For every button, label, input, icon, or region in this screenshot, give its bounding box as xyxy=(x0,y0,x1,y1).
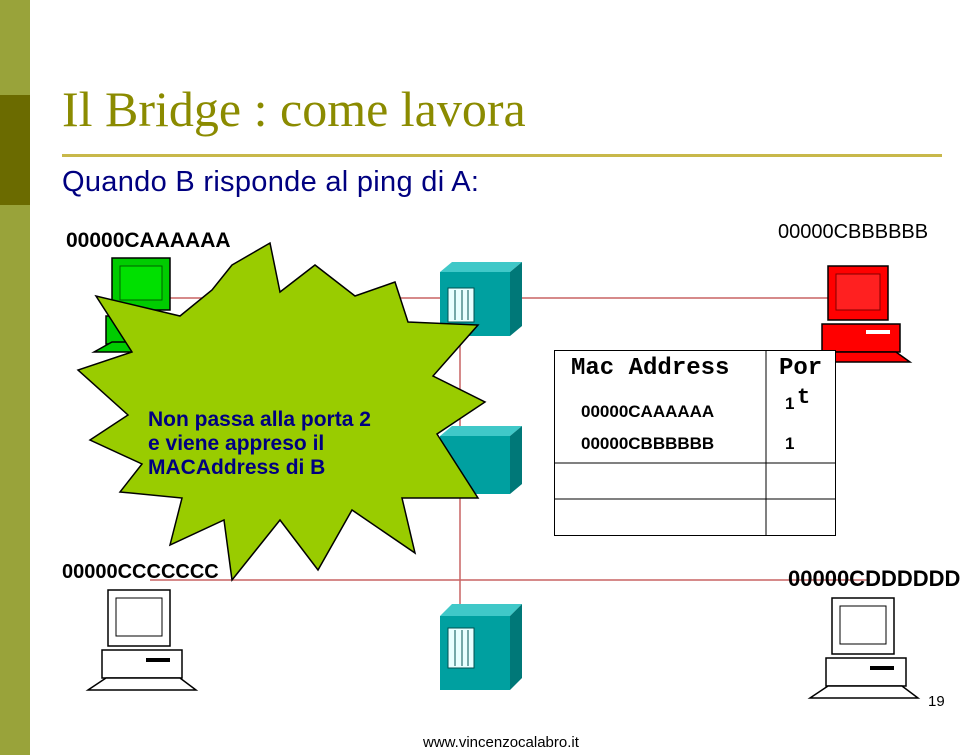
host-b-mac-label: 00000CBBBBBB xyxy=(778,221,929,243)
table-header-port-cont: t xyxy=(797,385,811,410)
callout-line: MACAddress di B xyxy=(148,456,326,479)
callout-line: e viene appreso il xyxy=(148,432,325,455)
footer-url: www.vincenzocalabro.it xyxy=(423,734,579,751)
computer-b-icon xyxy=(805,265,913,363)
host-c-mac-label: 00000CCCCCCC xyxy=(62,561,219,583)
bridge-mac-table: Mac Address Por t 00000CAAAAAA 1 00000CB… xyxy=(554,350,836,536)
table-header-mac: Mac Address xyxy=(571,355,730,382)
slide-title: Il Bridge : come lavora xyxy=(62,81,526,137)
table-cell-port: 1 xyxy=(785,394,795,413)
left-bar-segment xyxy=(0,205,30,755)
top-hub-icon xyxy=(440,262,522,336)
computer-d-icon xyxy=(807,597,921,699)
title-divider xyxy=(62,154,942,157)
computer-c-icon xyxy=(85,589,199,691)
left-decoration-bar xyxy=(0,0,30,755)
callout-text: Non passa alla porta 2 e viene appreso i… xyxy=(148,408,371,480)
callout-burst xyxy=(76,241,487,582)
table-grid xyxy=(555,351,835,535)
bottom-hub-icon xyxy=(440,604,522,690)
table-cell-mac: 00000CBBBBBB xyxy=(581,434,715,453)
table-cell-mac: 00000CAAAAAA xyxy=(581,402,715,421)
callout-line: Non passa alla porta 2 xyxy=(148,408,371,431)
left-bar-segment xyxy=(0,95,30,205)
left-bar-segment xyxy=(0,0,30,95)
host-d-mac-label: 00000CDDDDDD xyxy=(788,566,960,591)
table-cell-port: 1 xyxy=(785,434,795,453)
table-header-port: Por xyxy=(779,355,823,382)
slide-subtitle: Quando B risponde al ping di A: xyxy=(62,166,480,198)
page-number: 19 xyxy=(928,693,945,710)
host-a-mac-label: 00000CAAAAAA xyxy=(66,229,231,252)
